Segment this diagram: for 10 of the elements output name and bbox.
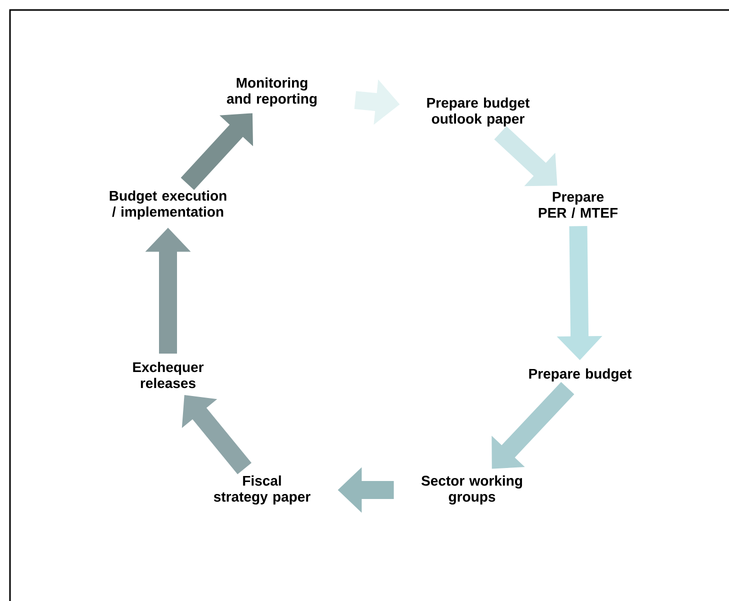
step-label: Prepare PER / MTEF [538,192,618,218]
step-label: Sector working groups [421,475,522,505]
block-arrow [492,382,574,469]
step-label: Monitoring and reporting [226,77,317,107]
step-label: Prepare budget [529,368,632,382]
block-arrow [182,395,252,474]
step-label: Budget execution / implementation [110,190,226,220]
step-label: Fiscal strategy paper [214,475,310,505]
step-label: Prepare budget outlook paper [427,97,530,126]
step-label: Exchequer releases [133,362,204,388]
